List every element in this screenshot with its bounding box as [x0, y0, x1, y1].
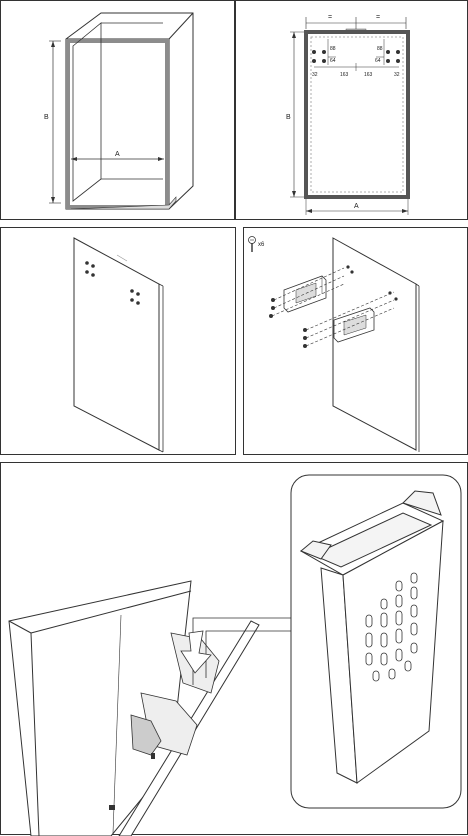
dim-163-right: 163	[364, 72, 373, 78]
dim-64-left: 64	[330, 58, 336, 64]
screw-icon	[248, 236, 256, 252]
dimension-a-label: A	[115, 151, 120, 158]
basket-slots	[365, 572, 418, 682]
bracket-mounting-drawing: x6	[248, 236, 420, 452]
screw-heads	[269, 265, 398, 348]
hole-cluster-left	[312, 50, 326, 63]
screw-count-label: x6	[258, 242, 265, 248]
dim-88-right: 88	[377, 46, 383, 52]
panel-front-dimensions: = = 88 88 64 64 32 163 163 32	[235, 0, 468, 220]
basket-install-drawing	[8, 474, 462, 836]
hinge-details	[109, 753, 155, 810]
dimension-b-label: B	[286, 114, 291, 121]
dimension-a-label: A	[354, 203, 359, 210]
door-holes-drawing	[73, 237, 164, 453]
dim-32-left: 32	[312, 72, 318, 78]
dim-32-right: 32	[394, 72, 400, 78]
dim-88-left: 88	[330, 46, 336, 52]
laundry-basket	[299, 490, 445, 784]
dimension-b-label: B	[44, 114, 49, 121]
upper-bracket	[283, 275, 327, 313]
panel-door-holes	[0, 227, 236, 455]
dim-64-right: 64	[375, 58, 381, 64]
panel-bracket-mounting: x6	[243, 227, 468, 455]
screw-paths-lower	[305, 291, 395, 347]
equal-right-label: =	[376, 14, 380, 21]
hole-cluster-right	[386, 50, 400, 63]
panel-cabinet-dimensions: B A	[0, 0, 235, 220]
equal-left-label: =	[328, 14, 332, 21]
cabinet-carcass	[8, 580, 192, 836]
hole-cluster-left	[85, 261, 95, 277]
panel-basket-installed	[0, 462, 468, 836]
dim-163-left: 163	[340, 72, 349, 78]
cabinet-drawing: B A	[44, 12, 194, 210]
insert-arrow	[180, 630, 212, 674]
hole-cluster-right	[130, 289, 140, 305]
front-dimension-drawing: = = 88 88 64 64 32 163 163 32	[286, 14, 410, 215]
screw-paths-upper	[271, 267, 345, 317]
